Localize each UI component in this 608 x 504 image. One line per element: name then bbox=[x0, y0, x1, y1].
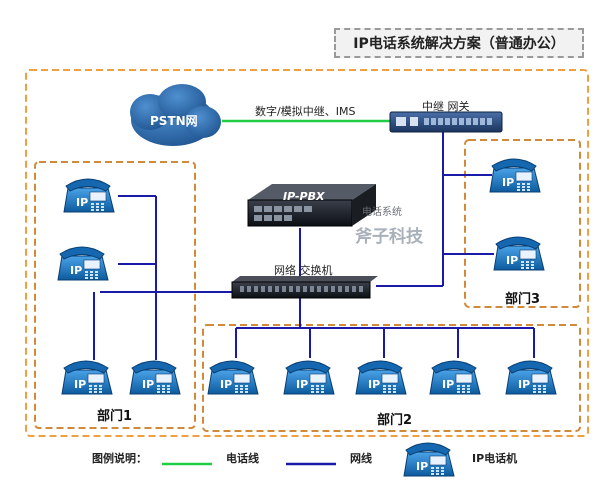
ip-phone-text: IP bbox=[442, 378, 454, 391]
ip-phone-icon: IP bbox=[355, 360, 407, 395]
ip-phone-icon: IP bbox=[129, 360, 181, 395]
dept2-label: 部门2 bbox=[377, 413, 413, 428]
legend-network-line-label: 网线 bbox=[350, 452, 372, 465]
gateway-label: 中继 网关 bbox=[422, 100, 470, 113]
ip-phone-icon: IP bbox=[429, 360, 481, 395]
watermark-small-text: 电话系统 bbox=[362, 207, 402, 218]
network-lines bbox=[93, 132, 535, 360]
ip-phone-text: IP bbox=[296, 378, 308, 391]
pstn-label: PSTN网 bbox=[150, 114, 198, 128]
ip-phone-text: IP bbox=[142, 378, 154, 391]
pbx-label: IP-PBX bbox=[283, 190, 325, 203]
ip-phone-icon: IP bbox=[57, 246, 109, 281]
ip-phone-text: IP bbox=[74, 378, 86, 391]
ip-phone-text: IP bbox=[416, 460, 428, 473]
outer-boundary bbox=[25, 69, 589, 437]
ip-phone-icon: IP bbox=[63, 178, 115, 213]
pstn-cloud-icon bbox=[130, 84, 221, 146]
legend-ip-phone-label: IP电话机 bbox=[472, 452, 518, 465]
dept3-label: 部门3 bbox=[505, 292, 541, 307]
ip-phone-text: IP bbox=[506, 254, 518, 267]
ip-phone-text: IP bbox=[518, 378, 530, 391]
ip-phone-text: IP bbox=[220, 378, 232, 391]
legend-phone-line-label: 电话线 bbox=[226, 452, 259, 465]
dept1-label: 部门1 bbox=[97, 409, 133, 424]
watermark-text: 斧子科技 bbox=[355, 227, 423, 247]
trunk-link-label: 数字/模拟中继、IMS bbox=[255, 105, 356, 118]
ip-phone-text: IP bbox=[368, 378, 380, 391]
dept1-boundary bbox=[34, 161, 196, 429]
switch-label: 网络 交换机 bbox=[274, 264, 333, 277]
ip-phone-icon: IP bbox=[489, 158, 541, 193]
diagram-title: IP电话系统解决方案（普通办公） bbox=[334, 28, 584, 58]
legend-title: 图例说明： bbox=[92, 452, 147, 465]
dept2-boundary bbox=[202, 324, 581, 432]
ip-phone-text: IP bbox=[76, 196, 88, 209]
ip-phone-icon: IP bbox=[505, 360, 557, 395]
network-switch-device bbox=[231, 276, 378, 299]
ip-phone-text: IP bbox=[502, 176, 514, 189]
ip-phone-icon: IP bbox=[61, 360, 113, 395]
ip-phone-icon: IP bbox=[207, 360, 259, 395]
legend-ip-phone-icon: IP bbox=[403, 442, 455, 477]
ip-pbx-device bbox=[247, 184, 376, 227]
trunk-gateway-device bbox=[389, 111, 503, 133]
ip-phone-icon: IP bbox=[283, 360, 335, 395]
ip-phone-text: IP bbox=[70, 264, 82, 277]
ip-phone-icon: IP bbox=[493, 236, 545, 271]
dept3-boundary bbox=[464, 139, 581, 308]
